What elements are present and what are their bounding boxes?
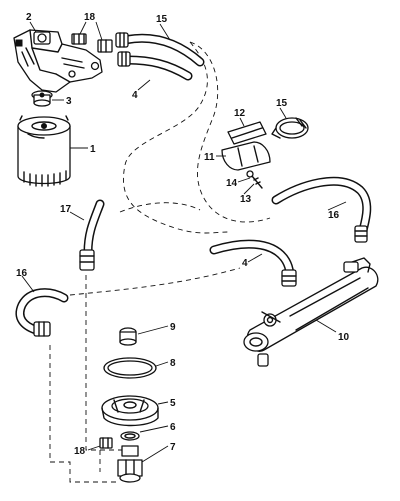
- adapter-plate: [101, 395, 159, 427]
- clamp-pad: [227, 121, 267, 145]
- fitting-lower: [99, 437, 113, 449]
- callout-labels: 1 2 3 18 15 4 12 15 11 14 13 16 17 4 16 …: [16, 12, 350, 457]
- fitting-9: [119, 327, 137, 346]
- screw: [246, 170, 263, 189]
- callout-7: 7: [170, 442, 176, 453]
- callout-1: 1: [90, 144, 96, 155]
- callout-10: 10: [338, 332, 350, 343]
- callout-5: 5: [170, 398, 176, 409]
- o-ring-small: [120, 431, 140, 441]
- callout-16-left: 16: [16, 268, 28, 279]
- callout-12: 12: [234, 108, 246, 119]
- hose-mid: [209, 239, 297, 287]
- hose-right: [271, 176, 372, 243]
- callout-4-top: 4: [132, 90, 138, 101]
- callout-18-bottom: 18: [74, 446, 86, 457]
- callout-8: 8: [170, 358, 176, 369]
- hose-upper: [115, 32, 205, 81]
- fitting-7: [117, 445, 143, 483]
- dashed-routing-lines: [49, 41, 271, 483]
- callout-3: 3: [66, 96, 72, 107]
- callout-2: 2: [26, 12, 32, 23]
- callout-11: 11: [204, 152, 215, 163]
- callout-15-mid: 15: [276, 98, 288, 109]
- callout-14: 14: [226, 178, 238, 189]
- callout-15-top: 15: [156, 14, 168, 25]
- callout-18-top: 18: [84, 12, 96, 23]
- o-ring-large: [103, 357, 157, 379]
- callout-6: 6: [170, 422, 176, 433]
- mounting-bracket: [221, 141, 271, 171]
- leader-lines: [21, 21, 347, 463]
- fitting-upper-pair: [71, 33, 113, 53]
- plug-fitting: [31, 90, 53, 107]
- hose-clamp: [271, 117, 309, 139]
- callout-13: 13: [240, 194, 252, 205]
- hose-17: [79, 199, 105, 271]
- hose-left: [15, 288, 69, 337]
- callout-4-mid: 4: [242, 258, 248, 269]
- callout-9: 9: [170, 322, 176, 333]
- callout-16-right: 16: [328, 210, 340, 221]
- callout-17: 17: [60, 204, 72, 215]
- oil-cooler: [243, 257, 379, 367]
- oil-filter: [17, 115, 71, 187]
- filter-adapter-bracket: [13, 29, 103, 93]
